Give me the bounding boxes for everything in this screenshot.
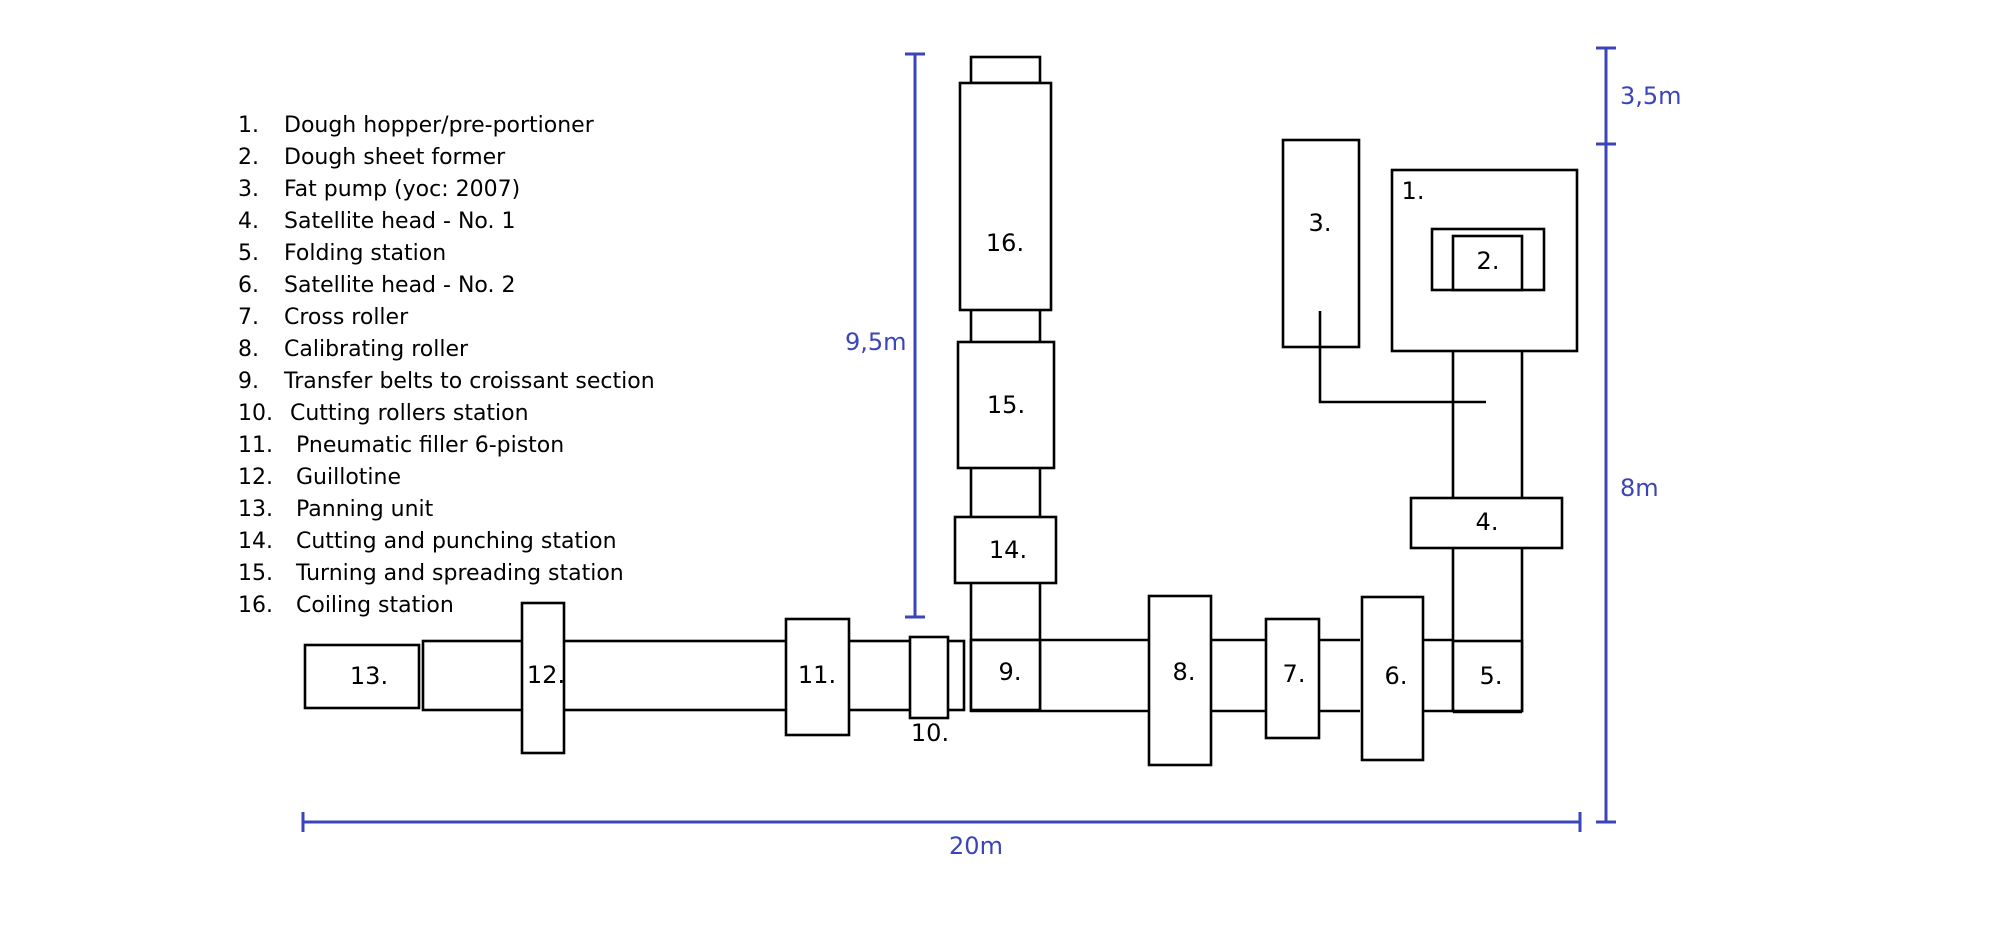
legend-text: Cutting rollers station — [290, 401, 529, 426]
station-8-box — [1147, 594, 1213, 767]
legend-number: 11. — [238, 433, 273, 458]
legend-number: 16. — [238, 593, 273, 618]
legend-text: Guillotine — [296, 465, 402, 490]
legend-item: 8. Calibrating roller — [238, 334, 655, 366]
conveyor-segment — [421, 639, 935, 712]
station-4-box — [1409, 496, 1564, 550]
legend-item: 5. Folding station — [238, 238, 655, 270]
legend-text: Folding station — [284, 241, 447, 266]
station-3-box — [1281, 138, 1361, 349]
station-2-label: 2. — [1477, 247, 1500, 275]
station-6-label: 6. — [1385, 662, 1408, 690]
legend-number: 9. — [238, 369, 259, 394]
legend-number: 3. — [238, 177, 259, 202]
legend-item: 2. Dough sheet former — [238, 142, 655, 174]
station-16-box — [958, 81, 1053, 312]
legend-item: 12. Guillotine — [238, 462, 655, 494]
legend-item: 15. Turning and spreading station — [238, 558, 655, 590]
legend-item: 9. Transfer belts to croissant section — [238, 366, 655, 398]
legend-text: Dough sheet former — [284, 145, 506, 170]
legend-text: Panning unit — [296, 497, 434, 522]
extra-top-dimension-label: 3,5m — [1620, 82, 1682, 110]
station-6-box — [1360, 595, 1425, 762]
station-4-label: 4. — [1476, 508, 1499, 536]
legend-item: 10. Cutting rollers station — [238, 398, 655, 430]
station-12-box — [520, 601, 566, 755]
station-5-box — [1451, 639, 1524, 713]
legend-number: 10. — [238, 401, 273, 426]
station-13-box — [303, 643, 421, 710]
legend-text: Turning and spreading station — [296, 561, 624, 586]
legend-text: Cutting and punching station — [296, 529, 617, 554]
legend-text: Fat pump (yoc: 2007) — [284, 177, 521, 202]
branch-dimension-label: 9,5m — [845, 328, 907, 356]
station-legend: 1. Dough hopper/pre-portioner 2. Dough she… — [238, 110, 655, 622]
legend-item: 4. Satellite head - No. 1 — [238, 206, 655, 238]
legend-text: Dough hopper/pre-portioner — [284, 113, 594, 138]
legend-item: 7. Cross roller — [238, 302, 655, 334]
legend-number: 1. — [238, 113, 259, 138]
legend-item: 1. Dough hopper/pre-portioner — [238, 110, 655, 142]
dimension-lines: 20m 8m 3,5m 9,5m — [301, 46, 1682, 860]
station-14-box — [953, 515, 1058, 585]
legend-number: 14. — [238, 529, 273, 554]
legend-number: 5. — [238, 241, 259, 266]
station-10-label: 10. — [911, 719, 949, 747]
station-9-label: 9. — [999, 658, 1022, 686]
legend-number: 4. — [238, 209, 259, 234]
legend-item: 13. Panning unit — [238, 494, 655, 526]
station-2-box — [1451, 234, 1524, 292]
legend-item: 3. Fat pump (yoc: 2007) — [238, 174, 655, 206]
legend-item: 6. Satellite head - No. 2 — [238, 270, 655, 302]
station-1-label: 1. — [1402, 177, 1425, 205]
legend-number: 8. — [238, 337, 259, 362]
station-12-label: 12. — [527, 661, 565, 689]
legend-text: Cross roller — [284, 305, 409, 330]
legend-text: Satellite head - No. 2 — [284, 273, 516, 298]
legend-number: 12. — [238, 465, 273, 490]
station-15-label: 15. — [987, 391, 1025, 419]
station-labels: 13. 12. 11. 10. 9. 8. 7. 6. 5. 4. 3. 1. … — [350, 177, 1503, 747]
legend-number: 15. — [238, 561, 273, 586]
station-15-box — [956, 340, 1056, 470]
station-16-label: 16. — [986, 229, 1024, 257]
legend-text: Calibrating roller — [284, 337, 469, 362]
station-11-label: 11. — [798, 661, 836, 689]
legend-text: Satellite head - No. 1 — [284, 209, 516, 234]
station-boxes — [303, 55, 1579, 767]
legend-text: Coiling station — [296, 593, 454, 618]
legend-item: 16. Coiling station — [238, 590, 655, 622]
legend-number: 7. — [238, 305, 259, 330]
station-8-label: 8. — [1173, 658, 1196, 686]
station-7-label: 7. — [1283, 660, 1306, 688]
station-3-label: 3. — [1309, 209, 1332, 237]
legend-text: Transfer belts to croissant section — [284, 369, 655, 394]
legend-number: 6. — [238, 273, 259, 298]
legend-number: 13. — [238, 497, 273, 522]
station-9-box — [969, 638, 1042, 712]
station-13-label: 13. — [350, 662, 388, 690]
length-dimension-label: 20m — [949, 832, 1003, 860]
station-10-box — [908, 635, 950, 720]
legend-number: 2. — [238, 145, 259, 170]
station-14-label: 14. — [989, 536, 1027, 564]
legend-item: 11. Pneumatic filler 6-piston — [238, 430, 655, 462]
width-dimension-label: 8m — [1620, 474, 1659, 502]
legend-item: 14. Cutting and punching station — [238, 526, 655, 558]
legend-text: Pneumatic filler 6-piston — [296, 433, 565, 458]
station-11-box — [784, 617, 851, 737]
station-7-box — [1264, 617, 1321, 740]
station-16-cap — [969, 55, 1042, 85]
station-5-label: 5. — [1480, 662, 1503, 690]
